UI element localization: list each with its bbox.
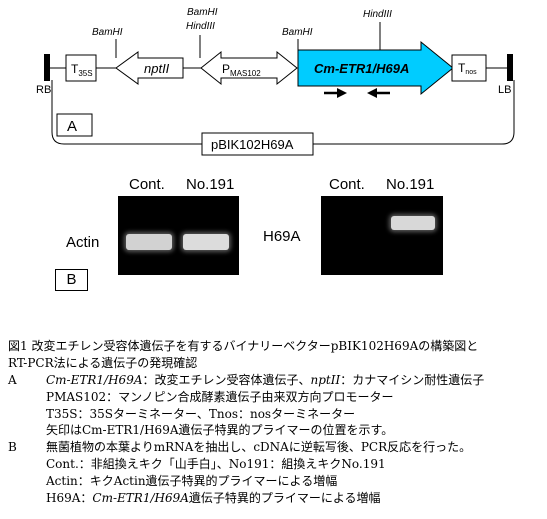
actin-band-no191 [183,234,229,250]
panel-a-label: A [67,118,77,135]
hindiii-label-3: HindIII [363,9,392,20]
plasmid-name: pBIK102H69A [211,137,294,152]
cm-etr1-h69a-label: Cm-ETR1/H69A [314,61,409,76]
t35s-box [65,54,97,82]
lb-border [507,54,513,81]
h69a-lane-label-no191: No.191 [386,176,435,193]
caption-line: B 無菌植物の本葉よりmRNAを抽出し、cDNAに逆転写後、PCR反応を行った。 [8,440,472,455]
construct-diagram: RB LB T35S nptII PMAS102 Cm-ETR1/H69A Tn… [36,7,515,156]
rb-border [44,54,50,81]
plasmid-name-box [201,132,314,156]
h69a-row-label: H69A [263,228,301,245]
nptii-arrow [115,51,184,85]
actin-lane-label-cont: Cont. [129,176,165,193]
caption-line: T35S：35Sターミネーター、Tnos：nosターミネーター [46,406,356,421]
caption-line: H69A：Cm-ETR1/H69A遺伝子特異的プライマーによる増幅 [46,491,381,506]
actin-gel-image [118,196,239,275]
caption-line: 図1 改変エチレン受容体遺伝子を有するバイナリーベクターpBIK102H69Aの… [8,339,479,353]
caption-line: A Cm-ETR1/H69A：改変エチレン受容体遺伝子、nptII：カナマイシン… [8,372,485,387]
actin-row-label: Actin [66,234,100,251]
caption-lead-b: B [8,440,17,455]
caption-line: PMAS102：マンノピン合成酵素遺伝子由来双方向プロモーター [46,389,394,404]
forward-primer-arrow [324,88,347,98]
panel-a-box [56,113,93,137]
figure-caption: 図1 改変エチレン受容体遺伝子を有するバイナリーベクターpBIK102H69Aの… [8,338,544,507]
t35s-label: T35S [71,62,93,78]
panel-b-label: B [55,269,88,291]
hindiii-label-2: HindIII [186,21,215,32]
h69a-lane-label-cont: Cont. [329,176,365,193]
caption-line: Actin：キクActin遺伝子特異的プライマーによる増幅 [46,474,338,489]
nptii-label: nptII [144,61,170,76]
cm-etr1-h69a-arrow [297,40,454,96]
actin-lane-label-no191: No.191 [186,176,235,193]
h69a-band-no191 [391,216,435,230]
caption-line: RT-PCR法による遺伝子の発現確認 [8,355,198,370]
caption-line: 矢印はCm-ETR1/H69A遺伝子特異的プライマーの位置を示す。 [46,423,394,438]
caption-lead-a: A [8,372,17,387]
pmas102-label: PMAS102 [222,62,261,78]
bamhi-label-1: BamHI [92,27,123,38]
lb-label: LB [498,84,511,96]
actin-band-cont [126,234,172,250]
tnos-box [451,54,487,82]
h69a-gel-image [321,196,443,275]
caption-line: Cont.：非組換えキク「山手白」、No191：組換えキクNo.191 [46,457,386,472]
rb-label: RB [36,84,51,96]
reverse-primer-arrow [367,88,390,98]
tnos-label: Tnos [458,61,477,76]
pmas102-arrow [200,50,298,86]
bamhi-label-3: BamHI [282,27,313,38]
bamhi-label-2: BamHI [187,7,218,18]
